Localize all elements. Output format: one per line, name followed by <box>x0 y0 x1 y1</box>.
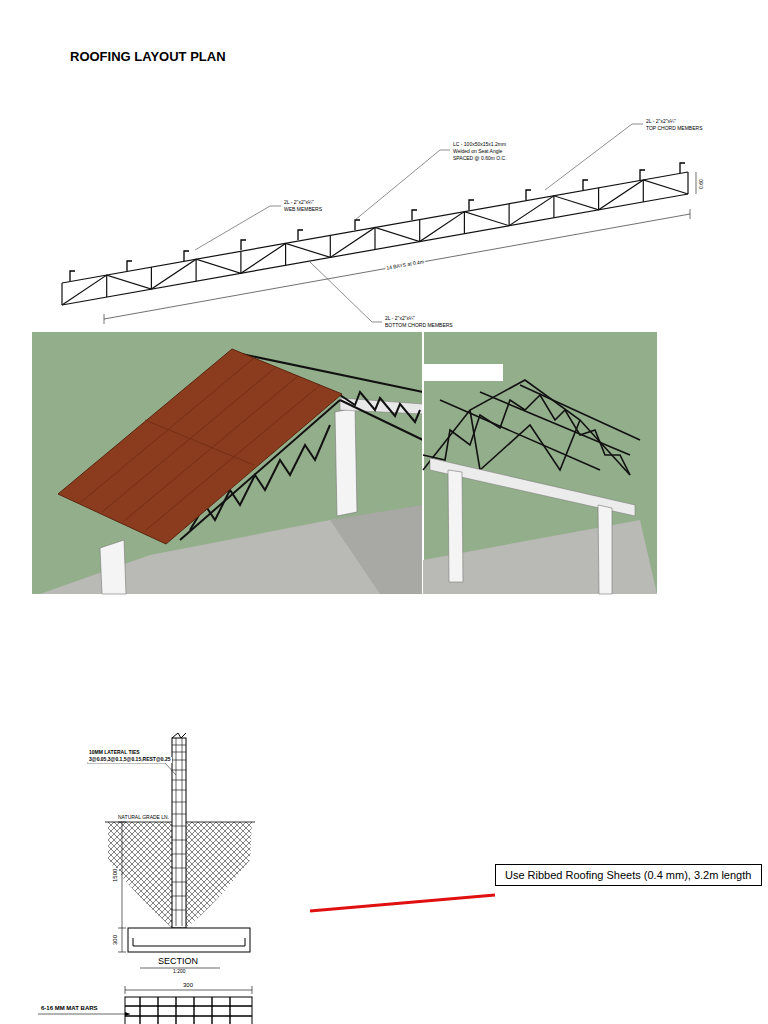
red-pointer-line <box>310 895 495 911</box>
member-spec: 2L - 2"x2"x¼" <box>645 119 677 125</box>
leader-lines <box>195 124 643 322</box>
note-box: Use Ribbed Roofing Sheets (0.4 mm), 3.2m… <box>495 864 762 886</box>
member-spec: 2L - 2"x2"x¼" <box>283 200 315 206</box>
scale-label: 1:200 <box>173 969 186 975</box>
member-note: WEB MEMBERS <box>283 207 323 213</box>
page-title: ROOFING LAYOUT PLAN <box>70 50 226 65</box>
grade-label: NATURAL GRADE LN. <box>117 815 170 821</box>
truss <box>62 172 688 305</box>
member-note: TOP CHORD MEMBERS <box>645 126 704 132</box>
footing-section <box>38 733 255 1024</box>
dimension-label: 1500 <box>112 868 119 883</box>
dimension-label: 300 <box>182 982 194 989</box>
purlin-note: SPACED @ 0.60m O.C. <box>452 156 508 162</box>
rebar-note: 6-16 MM MAT BARS <box>40 1005 99 1012</box>
member-note: BOTTOM CHORD MEMBERS <box>384 323 454 329</box>
render-background <box>32 332 657 594</box>
rebar-note: 10MM LATERAL TIES <box>88 750 141 756</box>
purlins <box>70 163 685 281</box>
rebar-note: 3@0.05,3@0.1,5@0.15,REST@0.25 <box>88 757 172 763</box>
purlin-note: Welded on Seat Angle <box>452 149 503 155</box>
section-title: SECTION <box>158 956 198 966</box>
note-text: Use Ribbed Roofing Sheets (0.4 mm), 3.2m… <box>505 869 752 881</box>
dimension-line <box>104 172 696 324</box>
dimension-label: 300 <box>112 934 119 946</box>
purlin-spec: LC - 100x50x15x1.2mm <box>452 142 507 148</box>
dimension-label: 14 BAYS at 0.4m <box>385 259 425 272</box>
dimension-label: 0.60 <box>699 178 705 190</box>
render-right <box>423 332 657 594</box>
member-spec: 2L - 2"x2"x¼" <box>384 316 416 322</box>
render-left <box>40 349 423 594</box>
